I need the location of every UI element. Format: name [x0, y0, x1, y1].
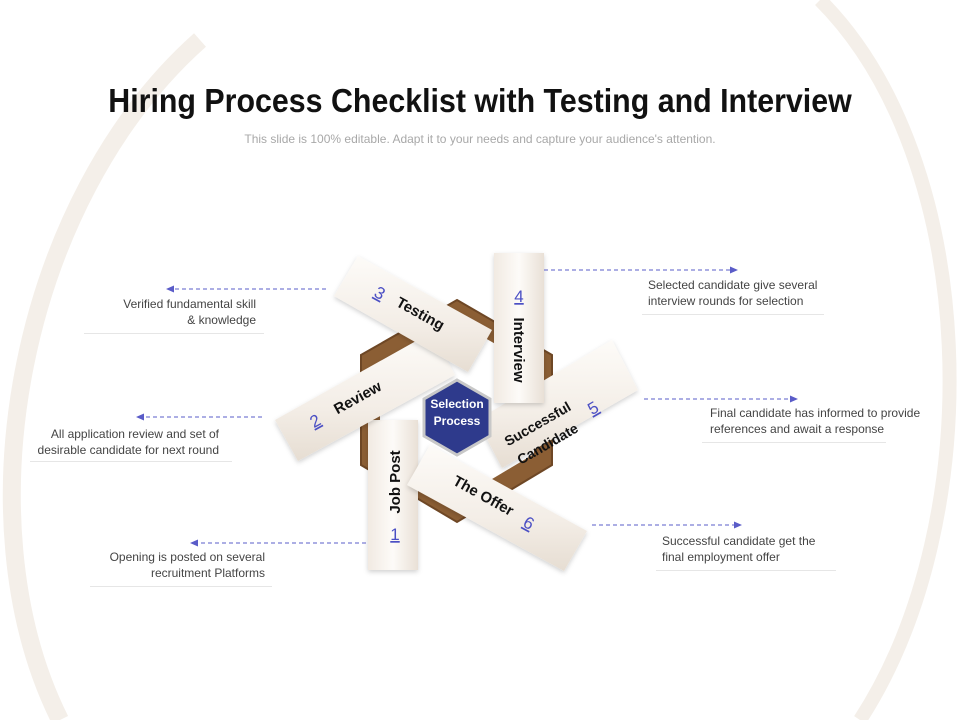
- step-4-label: Interview: [510, 317, 527, 382]
- band-the-offer: [407, 445, 587, 571]
- step-1-number: 1: [390, 525, 399, 544]
- step-2-description: All application review and set of desira…: [37, 427, 219, 457]
- step-6-description: Successful candidate get the final emplo…: [662, 534, 816, 564]
- band-testing: [334, 256, 492, 372]
- step-3-description: Verified fundamental skill & knowledge: [123, 297, 256, 327]
- center-label-line1: Selection: [430, 397, 483, 411]
- step-1-description: Opening is posted on several recruitment…: [109, 550, 265, 580]
- band-successful-candidate: [477, 340, 638, 468]
- page-subtitle: This slide is 100% editable. Adapt it to…: [244, 132, 716, 146]
- page-title: Hiring Process Checklist with Testing an…: [108, 82, 852, 119]
- band-job-post: [368, 420, 418, 570]
- band-review: [275, 332, 455, 461]
- band-interview: [494, 253, 544, 403]
- step-1-label: Job Post: [387, 450, 404, 513]
- center-label-line2: Process: [434, 414, 481, 428]
- step-4-description: Selected candidate give several intervie…: [648, 278, 818, 308]
- step-4-number: 4: [514, 287, 523, 306]
- step-5-description: Final candidate has informed to provide …: [710, 406, 921, 436]
- center-hexagon: [422, 378, 492, 457]
